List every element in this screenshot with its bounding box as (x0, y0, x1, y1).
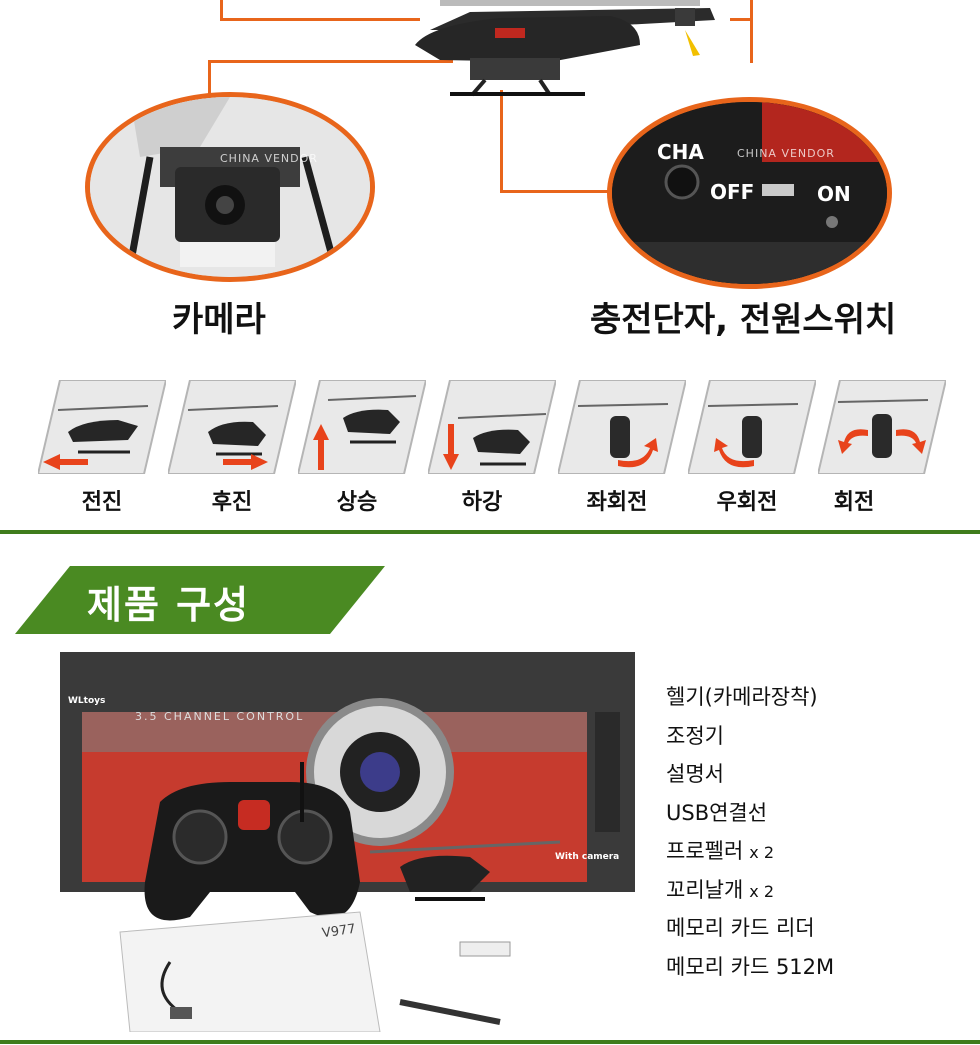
right-arrow-icon (223, 454, 268, 470)
left-arrow-icon (43, 454, 88, 470)
component-name: 프로펠러 (666, 839, 744, 863)
movement-strip: 전진 후진 상승 하강 (38, 380, 948, 520)
movement-label: 하강 (461, 490, 503, 515)
component-name: 메모리 카드 512M (666, 954, 835, 979)
movement-label: 전진 (81, 490, 123, 515)
component-item: 프로펠러 x 2 (666, 832, 966, 871)
component-item: 메모리 카드 리더 (666, 909, 966, 948)
movement-label: 좌회전 (586, 490, 648, 515)
section-title: 제품 구성 (87, 583, 251, 627)
move-forward-image (38, 380, 166, 474)
component-name: 메모리 카드 리더 (666, 916, 815, 940)
switch-closeup-image: CHA OFF ON CHINA VENDOR (607, 97, 892, 289)
box-channel-label: 3.5 CHANNEL CONTROL (135, 710, 305, 723)
movement-label: 우회전 (716, 490, 778, 515)
off-label: OFF (710, 180, 755, 204)
move-backward-image (168, 380, 296, 474)
component-name: 설명서 (666, 762, 724, 786)
move-down-image (428, 380, 556, 474)
box-brand-label: WLtoys (68, 696, 106, 706)
move-turn-left-image (558, 380, 686, 474)
component-name: 조정기 (666, 723, 724, 748)
callout-line (730, 18, 752, 21)
camera-caption: 카메라 (172, 300, 266, 340)
move-turn-right-image (688, 380, 816, 474)
component-item: 헬기(카메라장착) (666, 678, 966, 717)
watermark: CHINA VENDOR (220, 152, 318, 165)
cha-label: CHA (657, 140, 704, 164)
up-arrow-icon (313, 424, 329, 470)
switch-caption: 충전단자, 전원스위치 (590, 300, 897, 340)
callout-line (220, 18, 420, 21)
feature-callouts: CHINA VENDOR CHA OFF ON CHINA VENDOR 카메라… (0, 0, 980, 360)
helicopter-image (415, 0, 715, 97)
product-package-image: WLtoys 3.5 CHANNEL CONTROL With camera V… (60, 652, 640, 1032)
rotate-arrow-icon (838, 429, 868, 454)
move-spin-image (818, 380, 946, 474)
rotate-arrow-icon (896, 429, 926, 454)
movement-label: 후진 (211, 490, 253, 515)
component-name: 헬기(카메라장착) (666, 685, 818, 709)
movement-label: 회전 (833, 490, 875, 515)
callout-line (208, 60, 211, 96)
move-up-image (298, 380, 426, 474)
component-item: 메모리 카드 512M (666, 948, 966, 987)
rotate-arrow-icon (714, 438, 754, 468)
down-arrow-icon (443, 424, 459, 470)
box-badge-label: With camera (555, 852, 620, 862)
callout-line (750, 0, 753, 63)
movement-label: 상승 (336, 490, 378, 515)
component-name: USB연결선 (666, 800, 768, 825)
camera-closeup-image: CHINA VENDOR (85, 92, 375, 282)
watermark: CHINA VENDOR (737, 147, 835, 160)
component-item: USB연결선 (666, 794, 966, 833)
callout-line (208, 60, 453, 63)
component-item: 조정기 (666, 717, 966, 756)
component-name: 꼬리날개 (666, 877, 744, 902)
component-item: 설명서 (666, 755, 966, 794)
section-divider (0, 530, 980, 534)
callout-line (500, 90, 503, 192)
component-qty: x 2 (749, 881, 775, 901)
rotate-arrow-icon (618, 438, 658, 468)
callout-line (500, 190, 612, 193)
callout-line (220, 0, 223, 20)
on-label: ON (817, 182, 851, 206)
section-divider (0, 1040, 980, 1044)
section-banner: 제품 구성 (15, 566, 385, 634)
component-qty: x 2 (749, 843, 775, 862)
